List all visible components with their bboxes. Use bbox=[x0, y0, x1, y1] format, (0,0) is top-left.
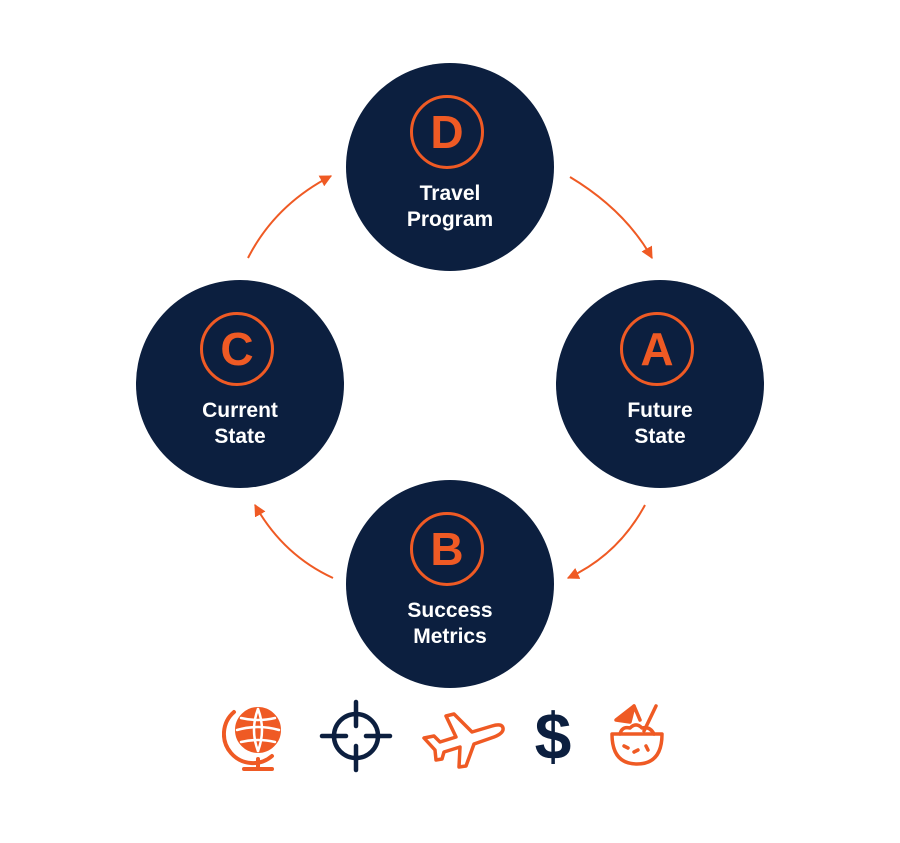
letter-badge: C bbox=[200, 312, 274, 386]
node-travel-program: D Travel Program bbox=[346, 63, 554, 271]
node-label-line-1: Future bbox=[627, 399, 693, 422]
node-label-line-2: State bbox=[214, 425, 266, 448]
node-label-line-1: Current bbox=[202, 399, 278, 422]
node-letter: B bbox=[430, 523, 464, 575]
arrow-d-to-a bbox=[569, 176, 653, 260]
node-label: Current State bbox=[156, 398, 324, 450]
node-label-line-1: Success bbox=[407, 599, 493, 622]
arrow-b-to-c bbox=[254, 503, 334, 579]
node-label-line-1: Travel bbox=[419, 182, 481, 205]
node-letter: A bbox=[640, 323, 674, 375]
node-label: Future State bbox=[576, 398, 744, 450]
arrow-c-to-d bbox=[247, 175, 333, 259]
letter-badge: A bbox=[620, 312, 694, 386]
node-current-state: C Current State bbox=[136, 280, 344, 488]
node-success-metrics: B Success Metrics bbox=[346, 480, 554, 688]
node-label-line-2: Program bbox=[406, 208, 494, 231]
node-label: Success Metrics bbox=[366, 598, 534, 650]
arrow-a-to-b bbox=[566, 504, 646, 579]
node-label-line-2: Metrics bbox=[413, 625, 487, 648]
node-letter: D bbox=[430, 106, 464, 158]
node-label: Travel Program bbox=[366, 181, 534, 233]
node-future-state: A Future State bbox=[556, 280, 764, 488]
letter-badge: B bbox=[410, 512, 484, 586]
node-label-line-2: State bbox=[634, 425, 686, 448]
letter-badge: D bbox=[410, 95, 484, 169]
node-letter: C bbox=[220, 323, 254, 375]
